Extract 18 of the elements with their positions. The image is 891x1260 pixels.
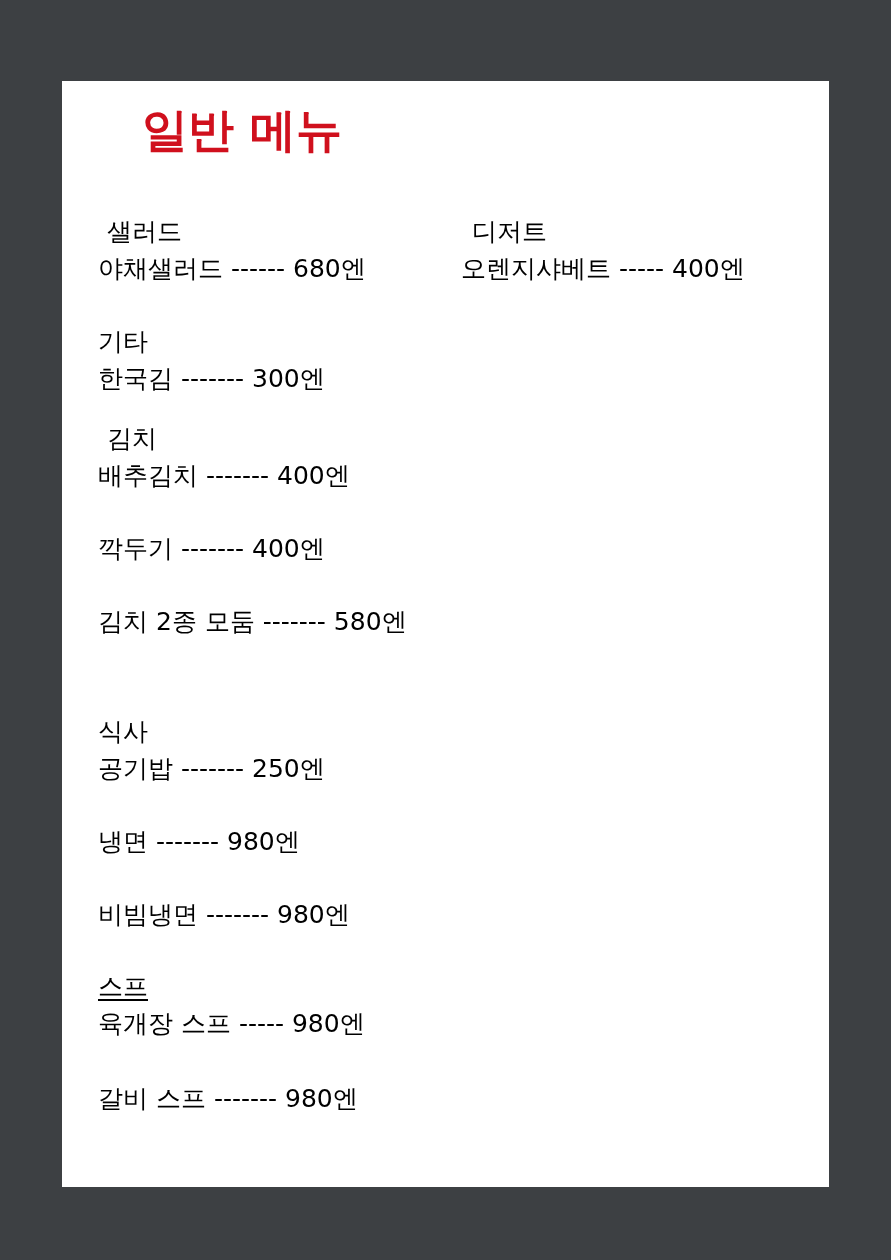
section-heading: 샐러드 [107,216,183,248]
menu-item: 배추김치 ------- 400엔 [98,460,351,492]
section-heading: 식사 [98,716,149,748]
section-heading: 기타 [98,326,149,358]
menu-title: 일반 메뉴 [142,107,342,153]
section-heading: 스프 [98,971,149,1003]
menu-item: 오렌지샤베트 ----- 400엔 [461,253,746,285]
menu-item: 김치 2종 모둠 ------- 580엔 [98,606,408,638]
menu-item: 육개장 스프 ----- 980엔 [98,1008,366,1040]
menu-item: 비빔냉면 ------- 980엔 [98,899,351,931]
menu-item: 갈비 스프 ------- 980엔 [98,1083,359,1115]
menu-item: 한국김 ------- 300엔 [98,363,326,395]
menu-item: 냉면 ------- 980엔 [98,826,301,858]
section-heading: 김치 [107,423,158,455]
section-heading: 디저트 [472,216,548,248]
menu-item: 깍두기 ------- 400엔 [98,533,326,565]
menu-item: 야채샐러드 ------ 680엔 [98,253,367,285]
menu-item: 공기밥 ------- 250엔 [98,753,326,785]
